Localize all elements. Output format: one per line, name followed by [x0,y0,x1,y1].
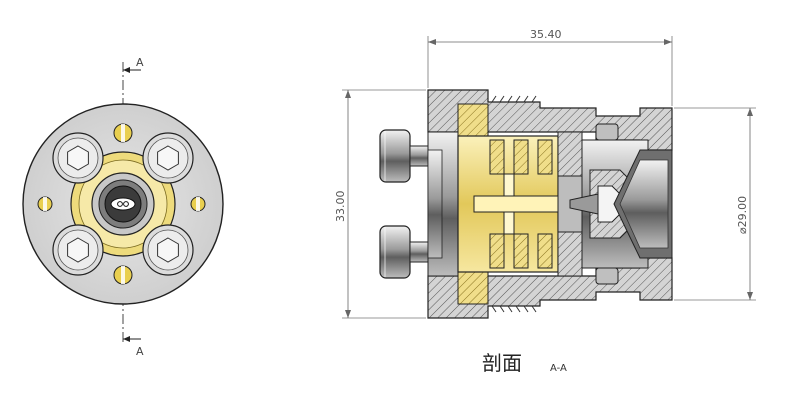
dim-length-label: 35.40 [530,28,562,41]
section-mark-top: A [136,56,144,69]
front-view: A A [22,56,224,358]
dimension-length: 35.40 [427,28,673,106]
brass-pin-left [37,196,53,212]
section-view: 35.40 33.00 ⌀29.00 剖面 A-A [334,28,756,375]
brass-insert [457,103,559,305]
screw-head-upper [379,129,433,183]
dim-height-label: 33.00 [334,191,347,223]
hex-screw-top-left [52,132,104,184]
section-arrow-top [123,67,141,73]
brass-pin-top [113,123,133,143]
caption-main: 剖面 [482,351,522,375]
hex-screw-bottom-left [52,224,104,276]
caption-sub: A-A [550,363,567,374]
brass-pin-right [190,196,206,212]
hex-screw-bottom-right [142,224,194,276]
center-nozzle [91,172,155,236]
brass-pin-bottom [113,265,133,285]
side-fitting-top [595,123,619,141]
section-mark-bottom: A [136,345,144,358]
dimension-diameter: ⌀29.00 [674,107,756,301]
side-fitting-bottom [595,267,619,285]
section-arrow-bottom [123,336,141,342]
screw-head-lower [379,225,433,279]
section-caption: 剖面 A-A [482,351,567,375]
hex-screw-top-right [142,132,194,184]
dim-diameter-label: ⌀29.00 [736,196,749,234]
dimension-height: 33.00 [334,89,426,319]
inner-bore-face [427,149,443,259]
thread-marks [491,95,537,313]
nozzle-cone [569,139,673,269]
